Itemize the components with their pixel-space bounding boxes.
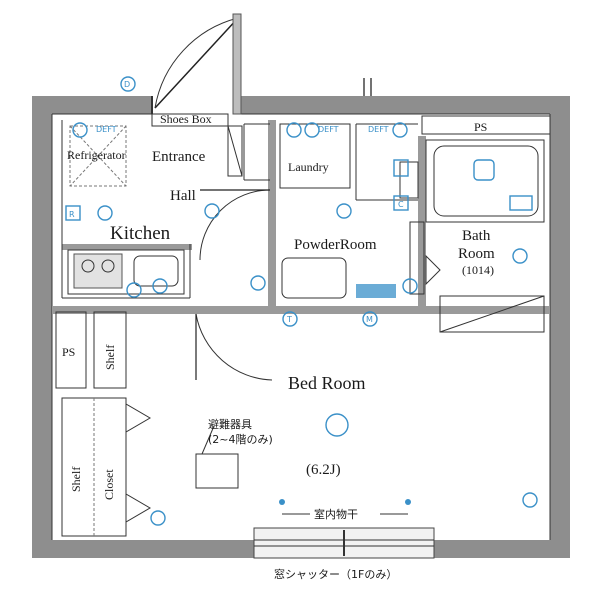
water-heater-icon bbox=[65, 205, 81, 221]
label-hall: Hall bbox=[170, 188, 196, 204]
note-shutter: 窓シャッター（1Fのみ） bbox=[274, 567, 397, 581]
label-refrigerator: Refrigerator bbox=[67, 148, 126, 162]
bedroom-window bbox=[253, 527, 435, 559]
label-closet: Closet bbox=[102, 469, 116, 500]
hall-doors bbox=[195, 189, 273, 381]
left-storage bbox=[55, 311, 151, 537]
label-bed-room: Bed Room bbox=[288, 373, 366, 393]
interior-walls bbox=[52, 120, 550, 314]
outer-walls bbox=[32, 96, 570, 558]
label-bath: Bath bbox=[462, 228, 491, 244]
label-kitchen: Kitchen bbox=[110, 223, 171, 244]
label-laundry: Laundry bbox=[288, 160, 329, 174]
switch-panel-icon bbox=[393, 159, 409, 177]
label-bath-size: (1014) bbox=[462, 263, 494, 277]
evacuation-box bbox=[195, 453, 239, 489]
note-indoor-drying: 室内物干 bbox=[314, 507, 358, 521]
outlet-icon bbox=[72, 76, 538, 526]
powder-sink bbox=[281, 257, 396, 299]
label-ps-top: PS bbox=[474, 120, 487, 134]
entrance-door bbox=[151, 13, 242, 115]
intercom-icon bbox=[393, 195, 409, 211]
indoor-drying-line bbox=[279, 499, 411, 515]
wall-inner-outline bbox=[51, 113, 551, 540]
label-shoes-box: Shoes Box bbox=[160, 112, 212, 126]
label-shelf-lower: Shelf bbox=[69, 467, 83, 492]
symbol-deft-3: DEFT bbox=[368, 125, 389, 134]
refrigerator-space bbox=[69, 125, 127, 187]
meter-marks bbox=[363, 78, 372, 96]
symbol-d: D bbox=[124, 80, 130, 89]
symbol-deft-1: DEFT bbox=[96, 125, 117, 134]
shoes-box-cabinet bbox=[151, 113, 243, 177]
symbol-t: T bbox=[286, 315, 292, 324]
note-evacuation-title: 避難器具 bbox=[208, 417, 252, 431]
label-bath-room: Room bbox=[458, 246, 495, 262]
bath-vent-icon bbox=[473, 159, 495, 181]
symbol-c: C bbox=[398, 200, 404, 209]
symbol-r: R bbox=[69, 210, 75, 219]
partition-lines bbox=[61, 115, 551, 333]
label-shelf-upper: Shelf bbox=[103, 345, 117, 370]
kitchen-counter bbox=[67, 249, 185, 295]
electrical-symbols: R C T M D DEFT DEFT DEFT bbox=[65, 76, 538, 526]
label-powder-room: PowderRoom bbox=[294, 237, 377, 253]
label-ps-left: PS bbox=[62, 345, 75, 359]
ceiling-light-icon bbox=[325, 413, 349, 437]
bath-door bbox=[425, 254, 441, 286]
fan-icon bbox=[509, 195, 533, 211]
note-evacuation-floors: (2~4階のみ) bbox=[208, 432, 273, 446]
symbol-m: M bbox=[366, 315, 373, 324]
label-entrance: Entrance bbox=[152, 149, 206, 165]
label-bed-size: (6.2J) bbox=[306, 462, 341, 478]
symbol-deft-2: DEFT bbox=[318, 125, 339, 134]
